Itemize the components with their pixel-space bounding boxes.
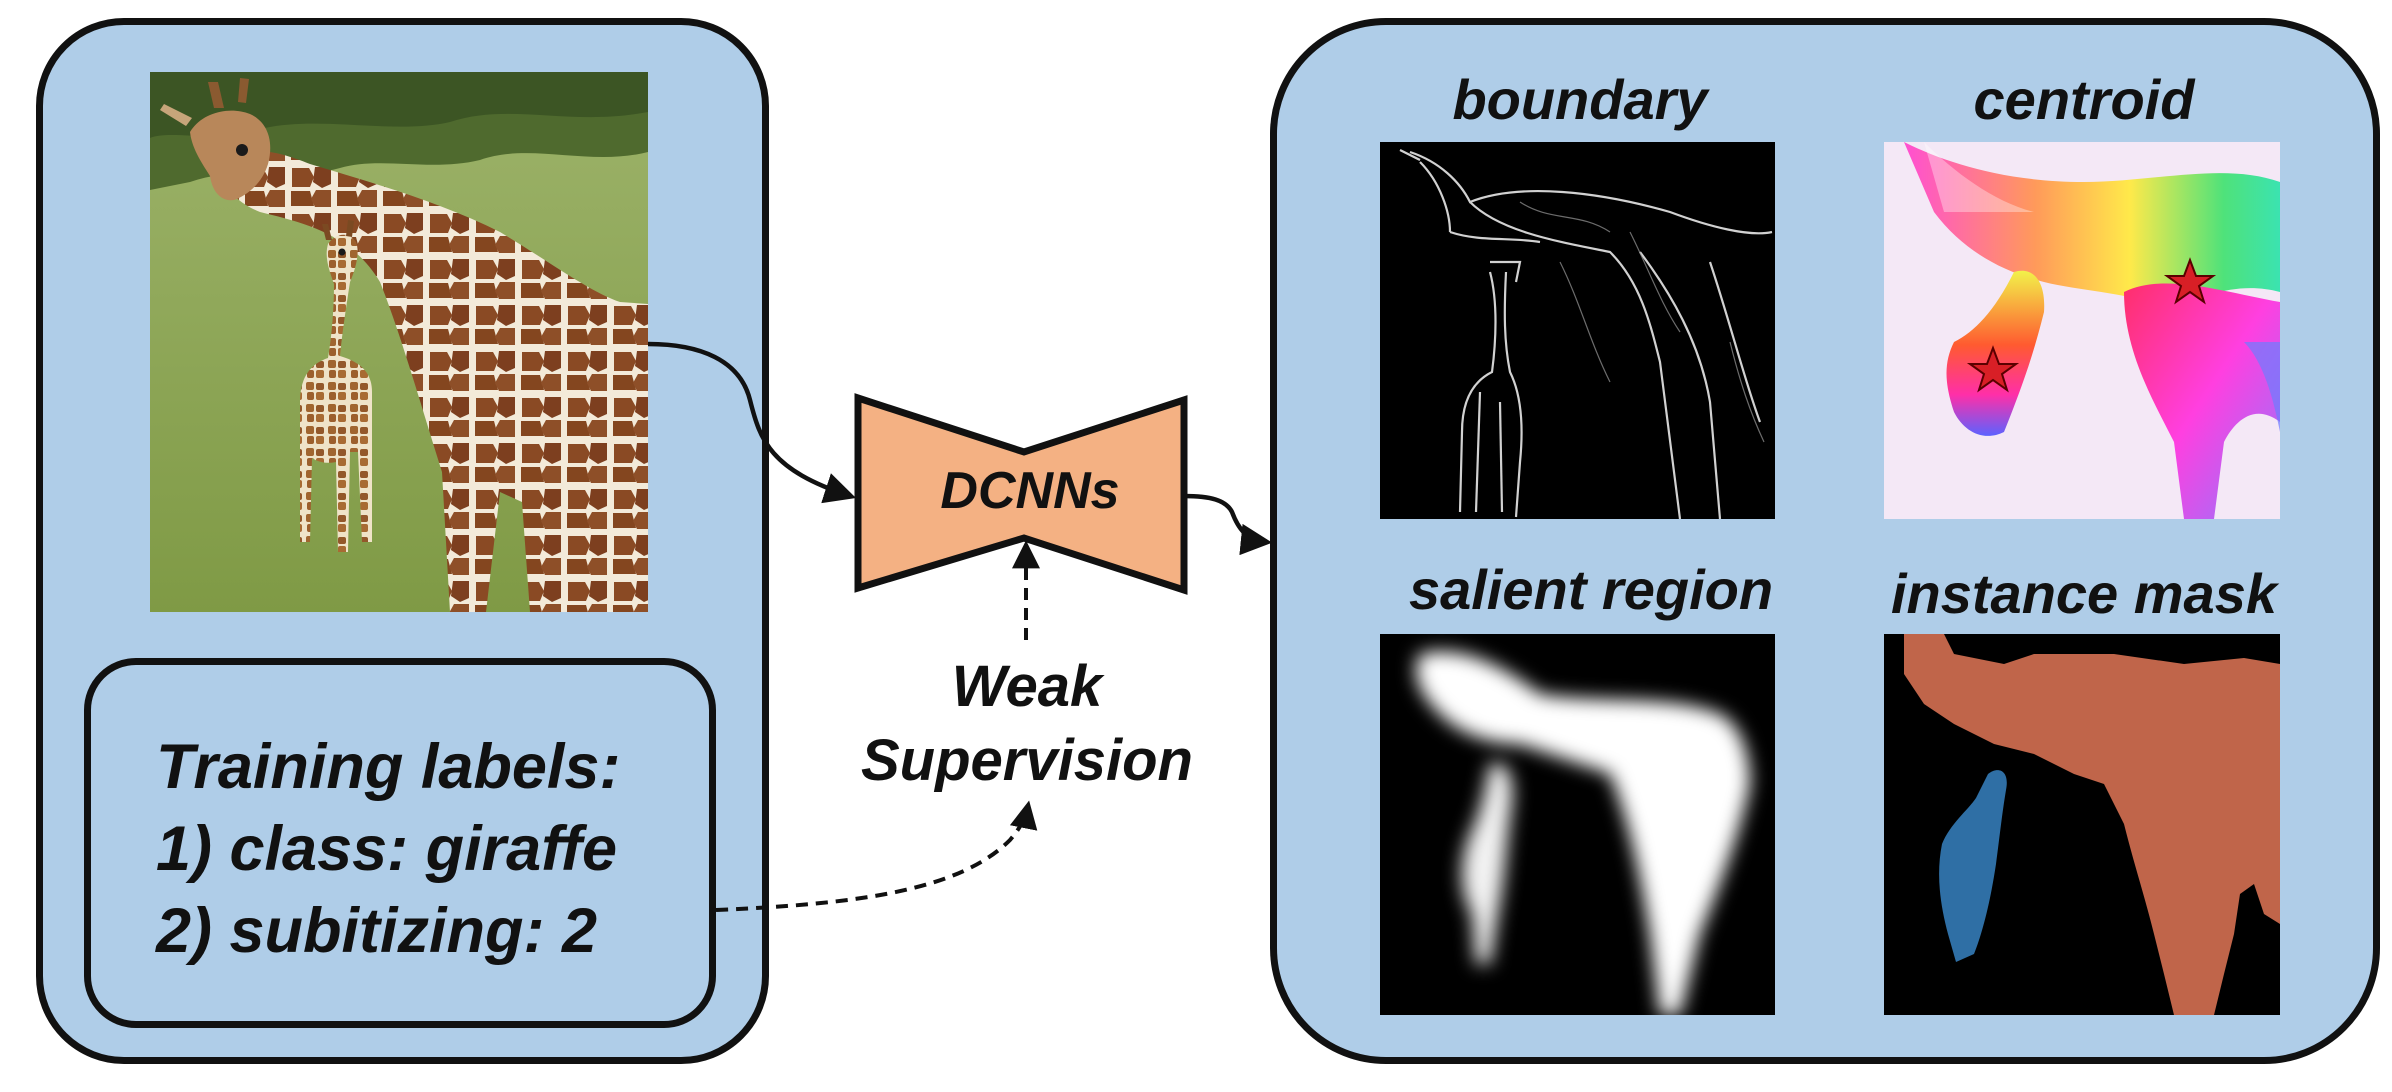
caption-centroid: centroid — [1973, 68, 2195, 131]
dcnn-block — [854, 393, 1188, 595]
caption-instance-mask: instance mask — [1891, 562, 2277, 625]
caption-boundary: boundary — [1452, 68, 1708, 131]
weak-supervision-label: Weak Supervision — [842, 650, 1212, 798]
centroid-map — [1884, 142, 2280, 519]
training-label-subitizing: 2) subitizing: 2 — [156, 896, 597, 966]
arrow-dcnn-to-output — [1183, 493, 1273, 556]
weak-supervision-line2: Supervision — [861, 728, 1193, 793]
salient-region-map — [1380, 634, 1775, 1015]
caption-salient-region: salient region — [1408, 558, 1774, 621]
input-photo-giraffes — [150, 72, 648, 612]
training-label-class: 1) class: giraffe — [156, 814, 618, 884]
arrow-photo-to-dcnn — [647, 341, 856, 504]
boundary-map — [1380, 142, 1775, 519]
weak-supervision-line1: Weak — [951, 654, 1103, 719]
arrow-labels-to-weak-supervision — [715, 800, 1038, 912]
instance-mask-map — [1884, 634, 2280, 1015]
dcnn-label: DCNNs — [940, 462, 1120, 520]
training-labels-box — [84, 658, 716, 1028]
training-labels-heading: Training labels: — [156, 732, 621, 802]
